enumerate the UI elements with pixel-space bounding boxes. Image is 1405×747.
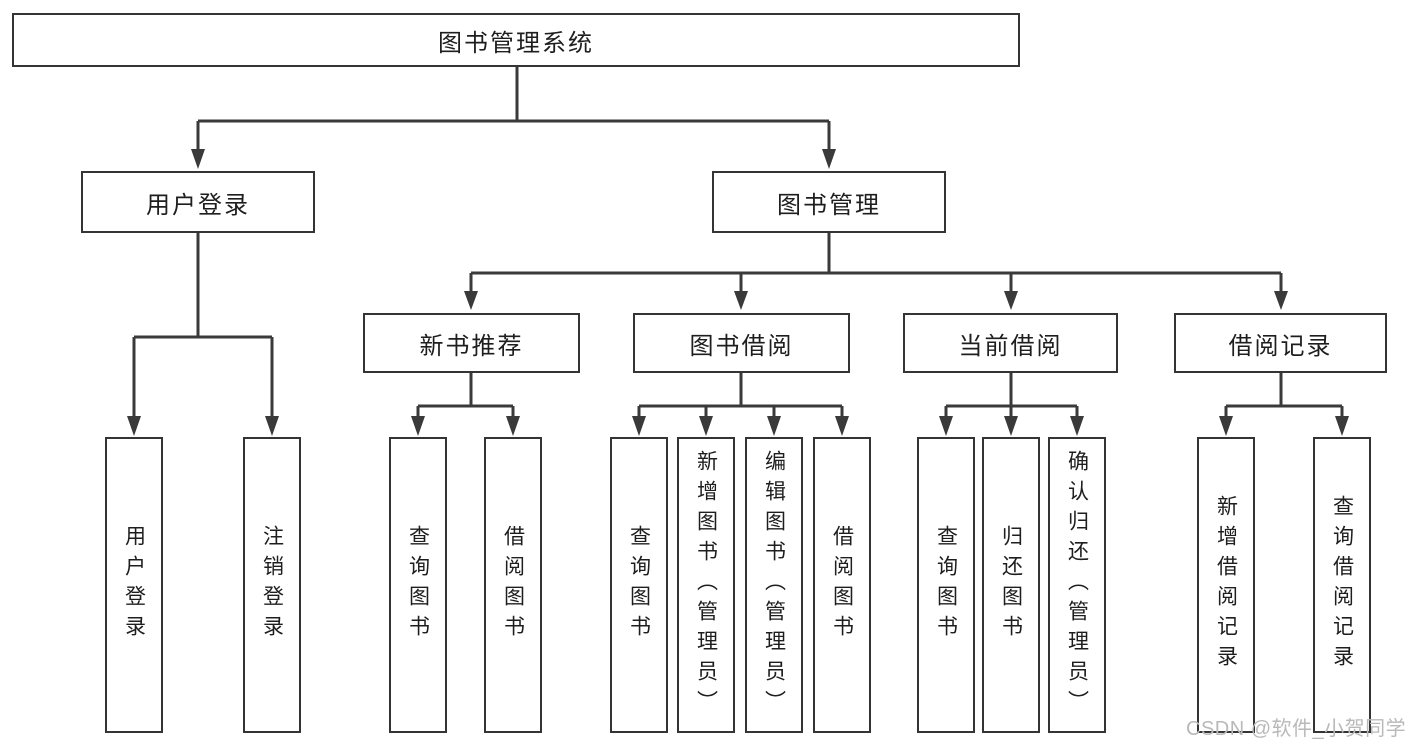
node-label: 查询图书 bbox=[934, 525, 958, 645]
node-query-books-recommend: 查询图书 bbox=[389, 437, 447, 733]
node-current-borrowing: 当前借阅 bbox=[903, 313, 1118, 373]
node-label: 图书借阅 bbox=[689, 332, 794, 360]
node-borrowing-records: 借阅记录 bbox=[1174, 313, 1387, 373]
node-label: 借阅图书 bbox=[501, 525, 525, 645]
node-label: 编辑图书（管理员） bbox=[762, 450, 786, 720]
node-label: 图书管理 bbox=[777, 191, 881, 219]
node-label: 查询图书 bbox=[406, 525, 430, 645]
node-query-books-current: 查询图书 bbox=[917, 437, 975, 733]
node-query-borrow-record: 查询借阅记录 bbox=[1313, 437, 1371, 733]
node-label: 确认归还（管理员） bbox=[1065, 450, 1089, 720]
node-label: 查询图书 bbox=[627, 525, 651, 645]
node-book-borrowing: 图书借阅 bbox=[633, 313, 850, 373]
node-label: 新增借阅记录 bbox=[1214, 495, 1238, 675]
node-label: 注销登录 bbox=[260, 525, 284, 645]
node-return-books: 归还图书 bbox=[982, 437, 1040, 733]
node-logout-leaf: 注销登录 bbox=[243, 437, 301, 733]
node-label: 用户登录 bbox=[146, 191, 250, 219]
node-borrow-books-leaf: 借阅图书 bbox=[813, 437, 871, 733]
node-user-login: 用户登录 bbox=[81, 171, 315, 233]
node-add-borrow-record: 新增借阅记录 bbox=[1197, 437, 1255, 733]
node-library-management-system: 图书管理系统 bbox=[12, 13, 1020, 67]
node-label: 归还图书 bbox=[999, 525, 1023, 645]
node-confirm-return-admin: 确认归还（管理员） bbox=[1048, 437, 1106, 733]
node-user-login-leaf: 用户登录 bbox=[105, 437, 163, 733]
node-book-management: 图书管理 bbox=[712, 171, 946, 233]
node-borrow-books-recommend: 借阅图书 bbox=[484, 437, 542, 733]
node-label: 借阅记录 bbox=[1228, 332, 1333, 360]
node-new-book-recommendation: 新书推荐 bbox=[363, 313, 580, 373]
node-label: 当前借阅 bbox=[958, 332, 1063, 360]
node-label: 用户登录 bbox=[122, 525, 146, 645]
watermark: CSDN @软件_小贺同学 bbox=[1186, 718, 1405, 740]
node-label: 新增图书（管理员） bbox=[694, 450, 718, 720]
node-label: 查询借阅记录 bbox=[1330, 495, 1354, 675]
node-label: 新书推荐 bbox=[419, 332, 524, 360]
node-query-books-borrowing: 查询图书 bbox=[610, 437, 668, 733]
node-edit-books-admin: 编辑图书（管理员） bbox=[745, 437, 803, 733]
node-add-books-admin: 新增图书（管理员） bbox=[677, 437, 735, 733]
node-label: 借阅图书 bbox=[830, 525, 854, 645]
node-label: 图书管理系统 bbox=[438, 29, 594, 57]
